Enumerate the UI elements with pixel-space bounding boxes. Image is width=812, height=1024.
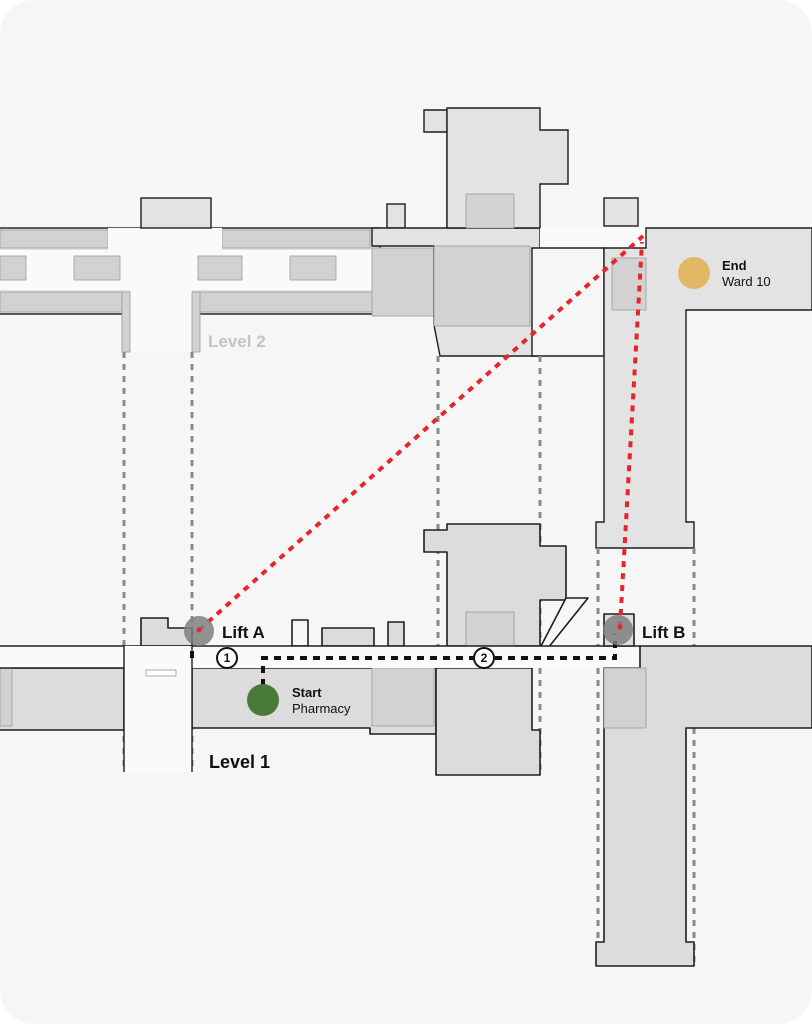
room [197, 255, 243, 281]
level-1-lift-a-shaft [124, 646, 192, 772]
room [0, 229, 109, 249]
level-2-stair-block [140, 197, 212, 229]
room [289, 255, 337, 281]
level-1-floor [0, 523, 812, 967]
level-2-corridor [540, 228, 648, 248]
lift-b-marker-icon[interactable] [603, 615, 633, 645]
svg-text:2: 2 [481, 651, 488, 665]
level-1-small-block [291, 619, 309, 647]
room [0, 255, 27, 281]
level-1-ramp [539, 597, 589, 649]
route-same-level [190, 634, 617, 686]
start-title: Start [292, 685, 322, 700]
level-1-small-block [321, 627, 375, 647]
level-1-small-block [387, 621, 405, 647]
lift-b-dot [617, 624, 623, 630]
level-2-lift-b-block [603, 197, 639, 227]
room [191, 291, 379, 313]
lift-a-dot [196, 627, 202, 633]
start-place: Pharmacy [292, 701, 351, 716]
room [221, 229, 371, 249]
room [0, 667, 13, 727]
end-title: End [722, 258, 747, 273]
lift-a-label: Lift A [222, 623, 265, 642]
level-2-corridor [108, 228, 222, 252]
room [73, 255, 121, 281]
end-place: Ward 10 [722, 274, 771, 289]
step-marker-2: 2 [473, 647, 495, 669]
level-1-west-block [0, 667, 125, 731]
room [0, 291, 123, 313]
room [465, 611, 515, 647]
room [371, 667, 435, 727]
level-2-lift-a-shaft [130, 250, 192, 352]
level-1-label: Level 1 [209, 752, 270, 772]
level-2-label: Level 2 [208, 332, 266, 351]
level-2-small-block [386, 203, 406, 229]
end-marker-icon[interactable] [678, 257, 710, 289]
room [433, 245, 531, 327]
room [121, 291, 131, 353]
step-marker-1: 1 [216, 647, 238, 669]
level-1-central-lower [435, 667, 541, 776]
room [191, 291, 201, 353]
svg-text:1: 1 [224, 651, 231, 665]
room [603, 667, 647, 729]
room [465, 193, 515, 229]
room [371, 247, 435, 317]
level-2-floor [0, 107, 812, 549]
start-marker-icon[interactable] [247, 684, 279, 716]
lift-b-label: Lift B [642, 623, 685, 642]
route-between-levels [197, 234, 645, 632]
